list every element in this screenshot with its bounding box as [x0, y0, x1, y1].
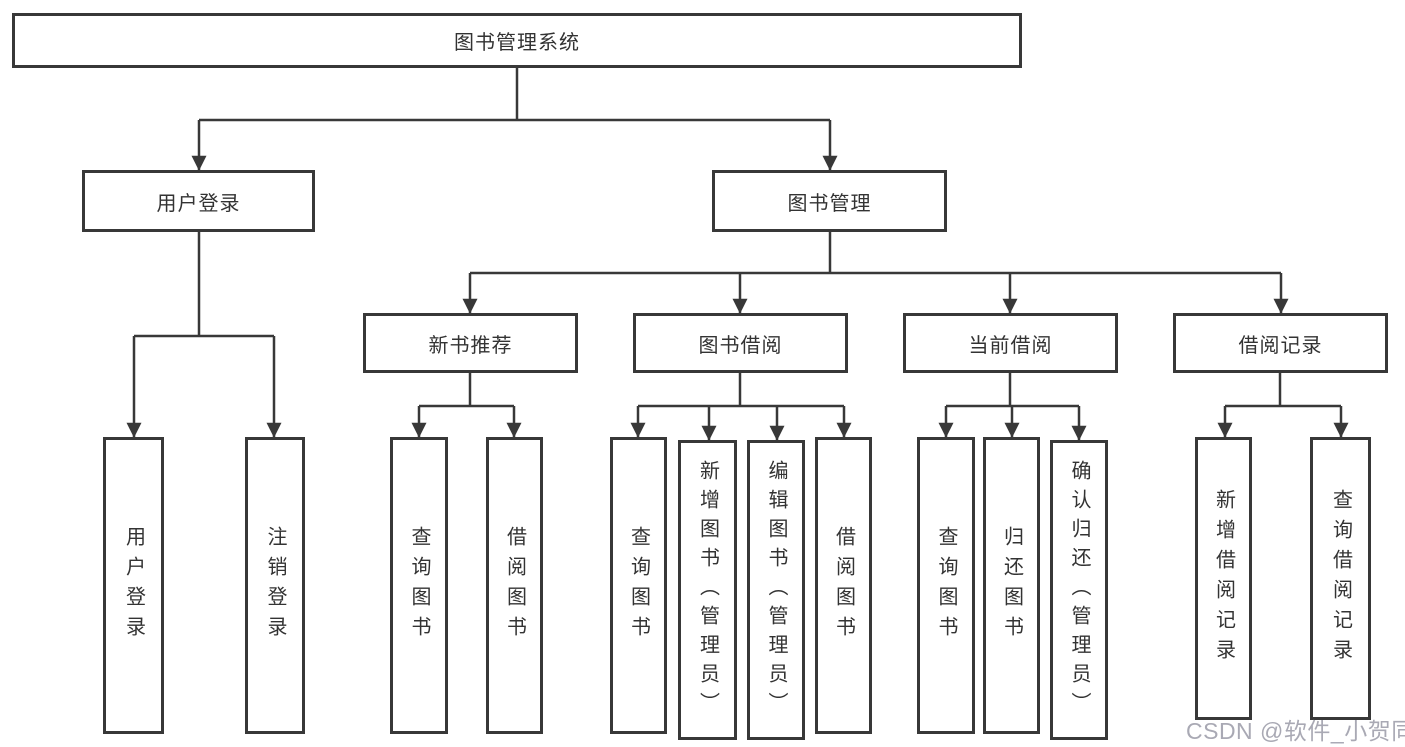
leaf-add-borrow-record: 新增借阅记录: [1195, 437, 1252, 720]
leaf-query-books-recommend: 查询图书: [390, 437, 448, 734]
watermark-text: CSDN @软件_小贺同学: [1186, 718, 1405, 744]
leaf-edit-books-admin: 编辑图书（管理员）: [747, 440, 805, 740]
leaf-return-books-label: 归还图书: [1000, 525, 1023, 646]
leaf-user-login: 用户登录: [103, 437, 164, 734]
leaf-return-books: 归还图书: [983, 437, 1040, 734]
node-root-label: 图书管理系统: [454, 32, 580, 54]
node-root: 图书管理系统: [12, 13, 1022, 68]
leaf-borrow-books-borrowing-label: 借阅图书: [832, 525, 855, 646]
leaf-add-books-admin-label: 新增图书（管理员）: [696, 459, 719, 721]
leaf-query-books-current: 查询图书: [917, 437, 975, 734]
leaf-query-books-borrowing: 查询图书: [610, 437, 667, 734]
node-user-login: 用户登录: [82, 170, 315, 232]
leaf-query-books-current-label: 查询图书: [935, 525, 957, 646]
node-current-borrowing-label: 当前借阅: [968, 334, 1053, 357]
leaf-query-borrow-record-label: 查询借阅记录: [1329, 488, 1352, 669]
leaf-logout-label: 注销登录: [264, 525, 286, 646]
leaf-query-books-recommend-label: 查询图书: [408, 525, 430, 646]
node-book-borrowing: 图书借阅: [633, 313, 848, 373]
node-borrowing-records-label: 借阅记录: [1238, 334, 1323, 357]
leaf-user-login-label: 用户登录: [122, 525, 145, 646]
leaf-logout: 注销登录: [245, 437, 305, 734]
node-borrowing-records: 借阅记录: [1173, 313, 1388, 373]
leaf-confirm-return-admin-label: 确认归还（管理员）: [1068, 459, 1090, 721]
leaf-confirm-return-admin: 确认归还（管理员）: [1050, 440, 1108, 740]
node-new-book-recommendation-label: 新书推荐: [428, 334, 513, 357]
node-book-management-label: 图书管理: [787, 192, 872, 215]
node-book-borrowing-label: 图书借阅: [698, 334, 783, 357]
node-new-book-recommendation: 新书推荐: [363, 313, 578, 373]
leaf-query-books-borrowing-label: 查询图书: [627, 525, 650, 646]
node-current-borrowing: 当前借阅: [903, 313, 1118, 373]
leaf-add-books-admin: 新增图书（管理员）: [678, 440, 737, 740]
node-user-login-label: 用户登录: [156, 192, 241, 215]
node-book-management: 图书管理: [712, 170, 947, 232]
leaf-edit-books-admin-label: 编辑图书（管理员）: [765, 459, 787, 721]
leaf-add-borrow-record-label: 新增借阅记录: [1212, 488, 1235, 669]
leaf-borrow-books-borrowing: 借阅图书: [815, 437, 872, 734]
leaf-borrow-books-recommend-label: 借阅图书: [503, 525, 526, 646]
leaf-query-borrow-record: 查询借阅记录: [1310, 437, 1371, 720]
leaf-borrow-books-recommend: 借阅图书: [486, 437, 543, 734]
